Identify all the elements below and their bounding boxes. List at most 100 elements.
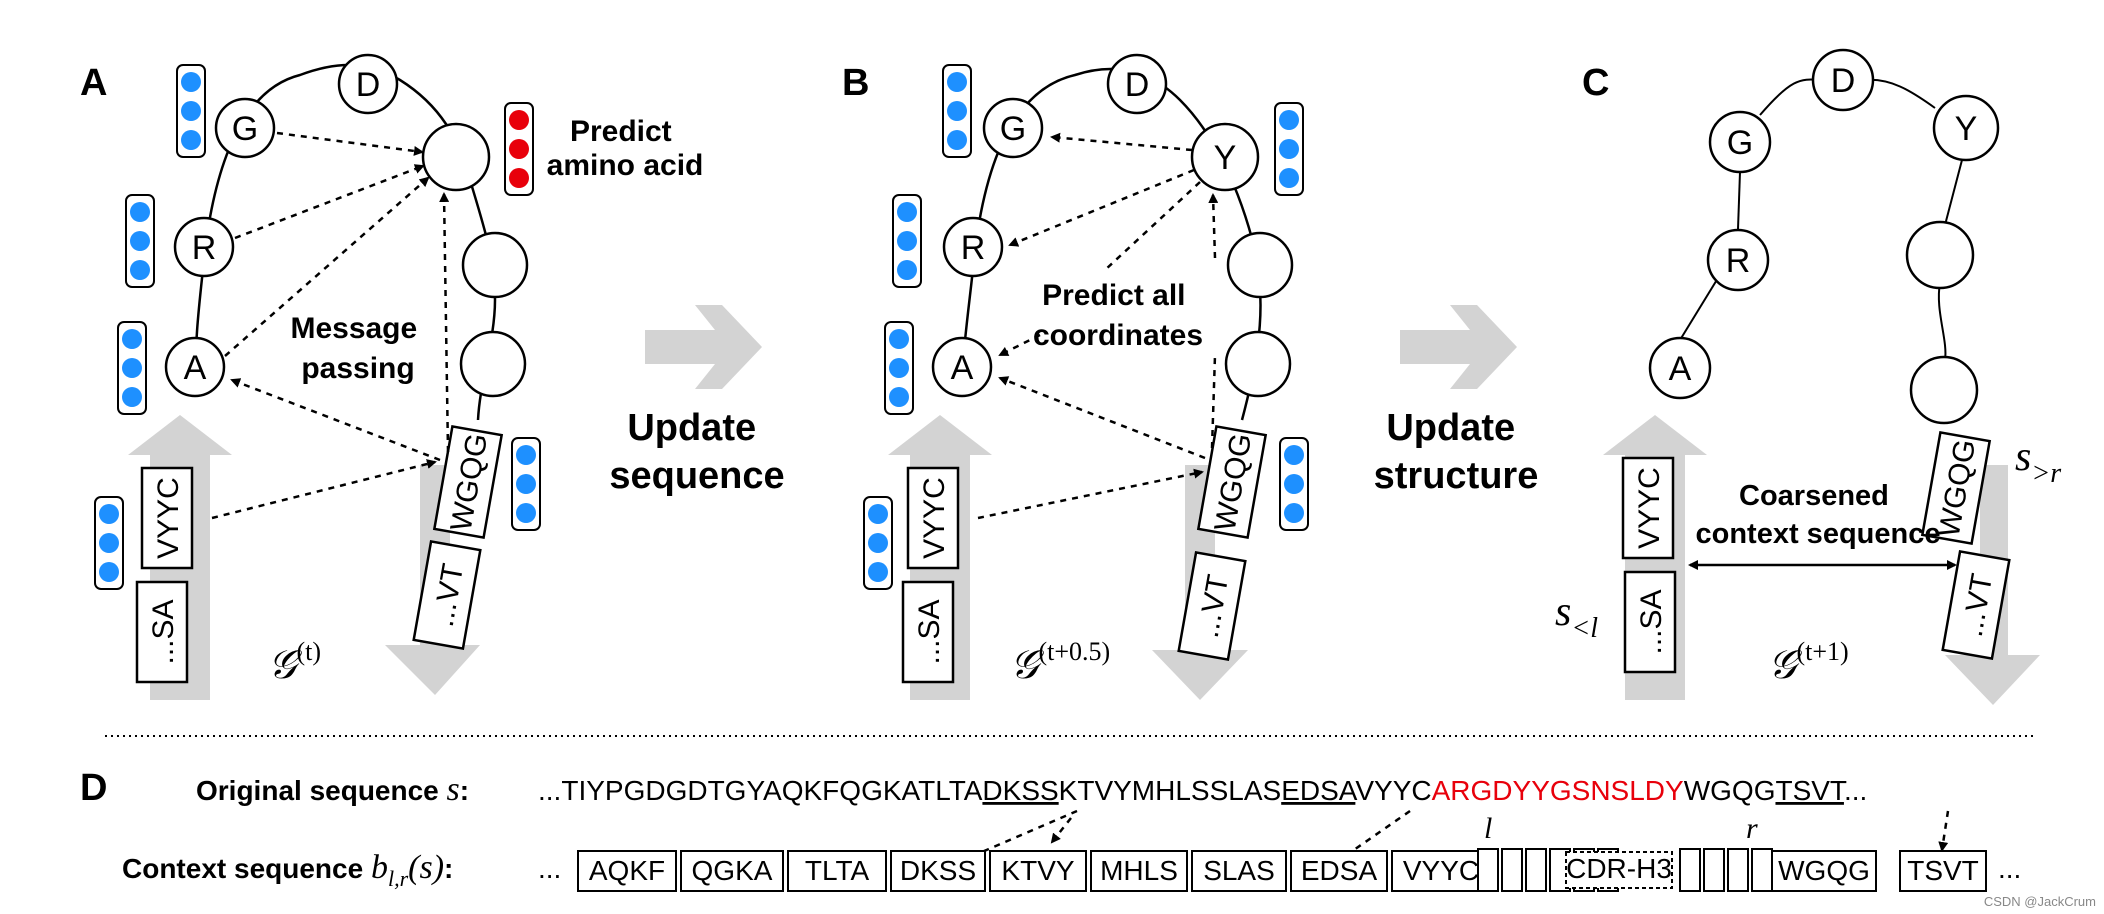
ctx-chunk-label: SLAS — [1203, 855, 1275, 886]
node-a-label: A — [1669, 350, 1692, 388]
frag-left-top: VYYC — [906, 466, 960, 570]
ctx-chunk-label: TLTA — [805, 855, 870, 886]
ctx-chunk-box — [1191, 850, 1287, 892]
msg-arrow-g — [276, 131, 424, 156]
original-sequence-label: Original sequence s: — [196, 771, 469, 808]
node-y-label: Y — [1214, 139, 1237, 177]
svg-text:...SA: ...SA — [147, 599, 180, 664]
embedding-g — [176, 64, 206, 158]
ctx-chunk-label: AQKF — [589, 855, 665, 886]
ctx-chunk-label: MHLS — [1100, 855, 1178, 886]
node-empty-1 — [1226, 231, 1294, 299]
ctx-chunk-label: DKSS — [900, 855, 976, 886]
node-d — [337, 53, 399, 115]
embedding-a — [884, 321, 914, 415]
node-y — [1190, 122, 1260, 192]
node-g — [982, 97, 1044, 159]
update-structure-label: Update structure — [1374, 407, 1539, 497]
panel-a-letter: A — [80, 62, 107, 104]
map-arrow-1 — [1050, 817, 1072, 844]
coord-arrow-vyyc — [977, 468, 1204, 520]
embedding-wgqg — [1279, 437, 1309, 531]
embedding-vyyc — [863, 496, 893, 590]
node-empty-2 — [1224, 330, 1292, 398]
message-passing-label: Message passing — [290, 312, 425, 385]
node-d-label: D — [356, 66, 381, 104]
node-d — [1811, 48, 1875, 112]
node-a — [1648, 336, 1712, 400]
node-r-label: R — [192, 229, 217, 267]
graph-label-a: 𝒢(t) — [268, 637, 321, 687]
panel-c: C A R G D Y VYYC ...SA WGQG — [1555, 48, 2061, 705]
msg-arrow-a — [224, 176, 430, 357]
coord-arrow-a — [998, 333, 1041, 357]
ctx-chunk-box — [989, 850, 1087, 892]
bond-y-e1 — [1944, 159, 1963, 226]
node-g-label: G — [1727, 124, 1753, 162]
ctx-chunk-box — [680, 850, 784, 892]
ctx-chunk-box — [787, 850, 887, 892]
coord-arrow-g — [1050, 132, 1193, 152]
update-structure-arrow — [1400, 305, 1517, 389]
node-g — [1708, 110, 1772, 174]
node-r — [942, 216, 1004, 278]
ctx-chunk-label: KTVY — [1001, 855, 1074, 886]
frag-right-top: WGQG — [1196, 425, 1268, 539]
node-g-label: G — [1000, 110, 1026, 148]
predict-coords-label: Predict all coordinates — [1033, 279, 1203, 352]
update-sequence-arrow — [645, 305, 762, 389]
graph-label-b: 𝒢(t+0.5) — [1010, 637, 1110, 687]
predict-amino-label: Predict amino acid — [547, 115, 704, 182]
node-g — [214, 97, 276, 159]
panel-c-letter: C — [1582, 62, 1609, 104]
coord-arrow-up — [1208, 193, 1219, 259]
node-empty-1 — [461, 231, 529, 299]
coarsened-label: Coarsened context sequence — [1696, 480, 1941, 550]
frag-left-bottom: ...SA — [901, 580, 955, 684]
node-y — [1932, 94, 2000, 162]
coord-arrow-wgqg — [998, 376, 1206, 460]
msg-arrow-wgqg — [439, 192, 450, 453]
ctx-chunk-box — [1290, 850, 1388, 892]
msg-arrow-vyyc — [211, 459, 437, 520]
bond-a-r — [1679, 277, 1719, 341]
transition-2: Update structure — [1374, 305, 1539, 497]
cdr-slots: CDR-H3 — [1477, 848, 1773, 892]
frag-left-top: VYYC — [1621, 456, 1675, 560]
context-after: WGQG TSVT — [1771, 850, 1987, 892]
svg-text:VYYC: VYYC — [152, 477, 185, 559]
transition-1: Update sequence — [609, 305, 785, 497]
node-a — [931, 336, 993, 398]
embedding-wgqg — [511, 437, 541, 531]
node-a — [164, 336, 226, 398]
bond-g-d — [1759, 78, 1821, 116]
ctx-chunk-box — [577, 850, 677, 892]
ctx-chunk-box — [1090, 850, 1188, 892]
svg-text:VYYC: VYYC — [918, 477, 951, 559]
node-empty-2 — [1909, 355, 1979, 425]
bond-r-g — [1737, 171, 1741, 230]
frag-left-bottom: ...SA — [135, 580, 189, 684]
coord-line-wgqg-up — [1210, 354, 1217, 449]
original-sequence: ...TIYPGDGDTGYAQKFQGKATLTADKSSKTVYMHLSSL… — [538, 775, 1867, 806]
frag-right-top: WGQG — [1920, 431, 1992, 545]
embedding-a — [117, 321, 147, 415]
ctx-chunk-wgqg: WGQG — [1778, 855, 1870, 886]
frag-right-bottom: ...VT — [1177, 550, 1247, 662]
cdr-h3-label: CDR-H3 — [1566, 853, 1672, 884]
context-sequence-label: Context sequence bl,r(s): — [122, 849, 453, 891]
node-a-label: A — [184, 349, 207, 387]
node-r — [173, 216, 235, 278]
context-suffix: ... — [1998, 853, 2021, 884]
s-right-label: s>r — [2015, 434, 2061, 489]
msg-arrow-r — [234, 164, 425, 240]
node-a-label: A — [951, 349, 974, 387]
node-r — [1706, 228, 1770, 292]
panel-b-letter: B — [842, 62, 869, 104]
embedding-g — [942, 64, 972, 158]
update-sequence-label: Update sequence — [609, 407, 784, 497]
watermark: CSDN @JackCrum — [1984, 894, 2096, 909]
node-r-label: R — [961, 229, 986, 267]
